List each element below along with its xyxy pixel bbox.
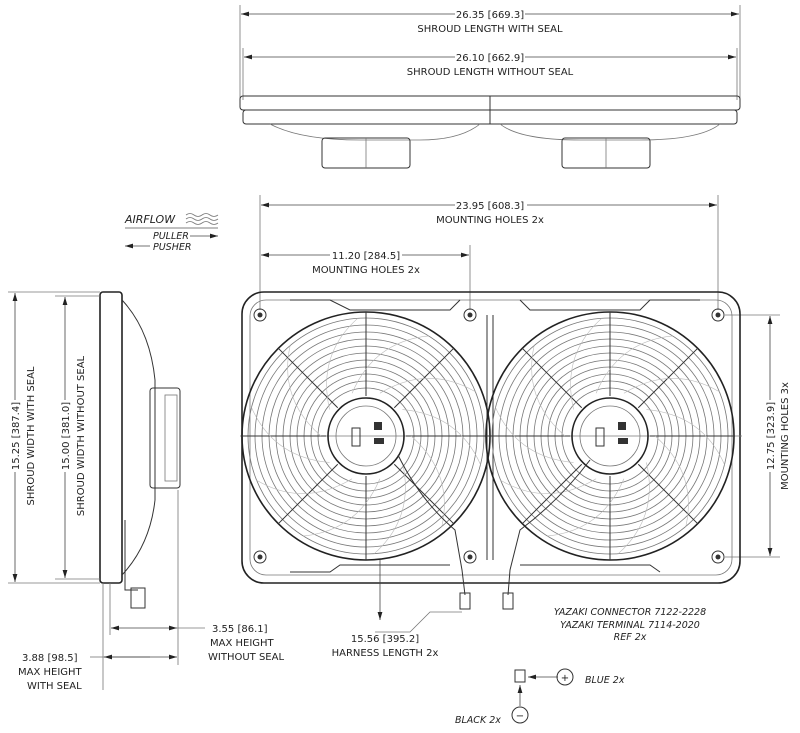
- mounting-hole: [463, 550, 477, 564]
- front-dimensions: 23.95 [608.3] MOUNTING HOLES 2x 11.20 [2…: [259, 195, 791, 558]
- side-view: 15.25 [387.4] SHROUD WIDTH WITH SEAL 15.…: [8, 291, 284, 692]
- positive-terminal-icon: [556, 668, 574, 686]
- mounting-hole: [253, 308, 267, 322]
- dim-mounting-holes-vertical-label: MOUNTING HOLES 3x: [780, 382, 791, 490]
- dim-shroud-width-without-seal: 15.00 [381.0]: [61, 402, 72, 470]
- dim-mounting-holes-vertical: 12.75 [323.9]: [766, 402, 777, 470]
- dim-max-height-without-seal-label1: MAX HEIGHT: [210, 638, 275, 649]
- mounting-hole: [711, 308, 725, 322]
- motor-hub: [327, 397, 405, 475]
- mounting-hole: [463, 308, 477, 322]
- connector-spec: YAZAKI CONNECTOR 7122-2228: [554, 607, 706, 618]
- top-view: 26.35 [669.3] SHROUD LENGTH WITH SEAL 26…: [239, 5, 741, 169]
- connector-left: [459, 592, 471, 610]
- puller-label: PULLER: [153, 231, 189, 242]
- terminal-spec: YAZAKI TERMINAL 7114-2020: [560, 620, 700, 631]
- dim-max-height-without-seal-label2: WITHOUT SEAL: [208, 652, 284, 663]
- airflow-label: AIRFLOW: [124, 213, 176, 226]
- dim-shroud-length-without-seal-label: SHROUD LENGTH WITHOUT SEAL: [407, 67, 574, 78]
- negative-symbol: −: [516, 711, 524, 722]
- blue-wire-label: BLUE 2x: [585, 675, 625, 686]
- dim-max-height-with-seal: 3.88 [98.5]: [22, 653, 78, 664]
- front-view: 15.56 [395.2] HARNESS LENGTH 2x: [240, 291, 742, 659]
- dim-mounting-holes-wide: 23.95 [608.3]: [456, 201, 524, 212]
- dim-mounting-holes-center: 11.20 [284.5]: [332, 251, 400, 262]
- dim-shroud-length-with-seal-label: SHROUD LENGTH WITH SEAL: [417, 24, 563, 35]
- dim-mounting-holes-center-label: MOUNTING HOLES 2x: [312, 265, 420, 276]
- dim-shroud-width-with-seal: 15.25 [387.4]: [11, 402, 22, 470]
- dim-shroud-length-without-seal: 26.10 [662.9]: [456, 53, 524, 64]
- dim-harness-length-label: HARNESS LENGTH 2x: [332, 648, 439, 659]
- dim-max-height-with-seal-label2: WITH SEAL: [27, 681, 82, 692]
- fan-right: [485, 311, 735, 561]
- motor-hub: [571, 397, 649, 475]
- positive-symbol: +: [561, 673, 569, 684]
- mounting-hole: [253, 550, 267, 564]
- dim-shroud-width-without-seal-label: SHROUD WIDTH WITHOUT SEAL: [76, 355, 87, 516]
- connector-icon: [514, 669, 526, 683]
- negative-terminal-icon: [511, 706, 529, 724]
- connector-right: [502, 592, 514, 610]
- mounting-hole: [711, 550, 725, 564]
- dim-shroud-width-with-seal-label: SHROUD WIDTH WITH SEAL: [26, 366, 37, 505]
- dim-harness-length: 15.56 [395.2]: [351, 634, 419, 645]
- connector-detail: YAZAKI CONNECTOR 7122-2228 YAZAKI TERMIN…: [455, 607, 706, 726]
- dim-max-height-with-seal-label1: MAX HEIGHT: [18, 667, 83, 678]
- fan-left: [241, 311, 491, 561]
- side-connector: [130, 587, 146, 609]
- airflow-legend: AIRFLOW PULLER PUSHER: [124, 213, 219, 253]
- connector-ref: REF 2x: [614, 632, 647, 643]
- dim-max-height-without-seal: 3.55 [86.1]: [212, 624, 268, 635]
- black-wire-label: BLACK 2x: [455, 715, 501, 726]
- airflow-waves-icon: [185, 213, 219, 225]
- dim-mounting-holes-wide-label: MOUNTING HOLES 2x: [436, 215, 544, 226]
- pusher-label: PUSHER: [153, 242, 191, 253]
- dim-shroud-length-with-seal: 26.35 [669.3]: [456, 10, 524, 21]
